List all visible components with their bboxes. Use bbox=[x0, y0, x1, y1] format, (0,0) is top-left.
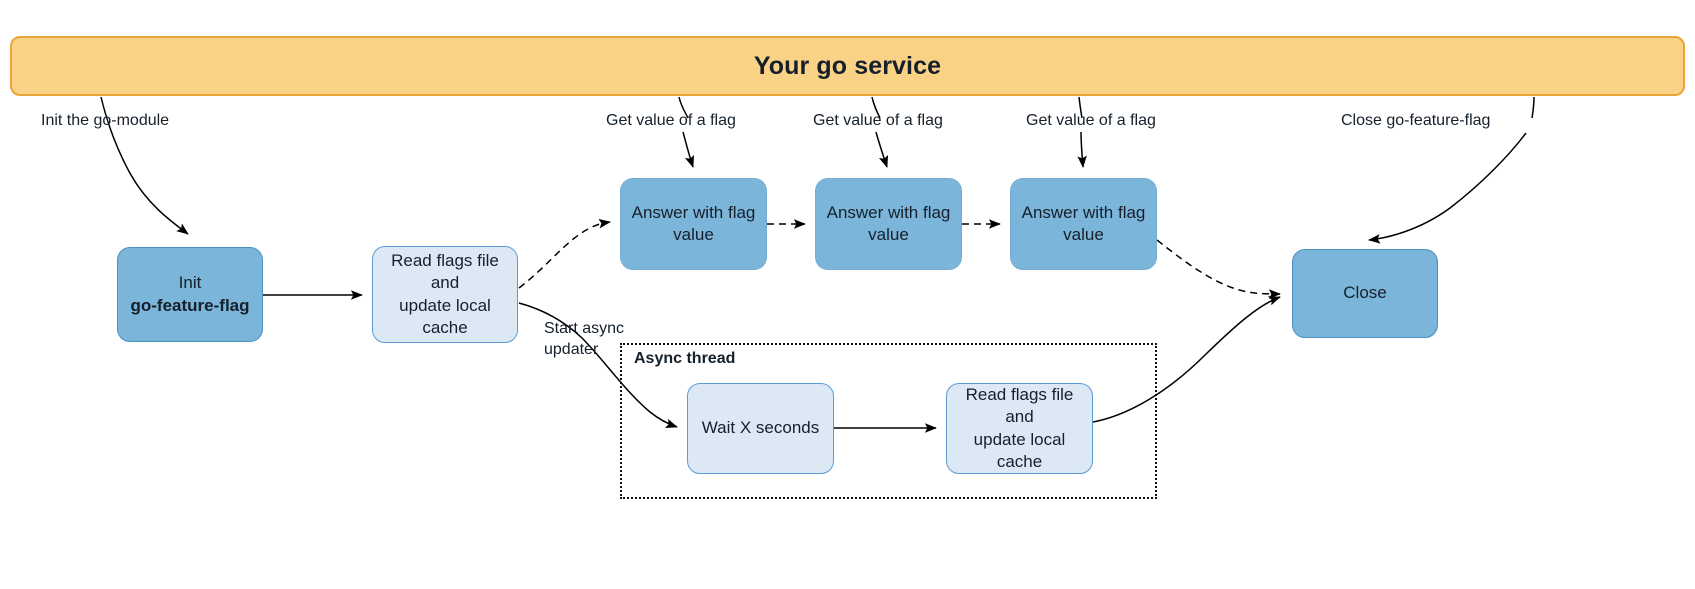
node-read-flags-line2: and bbox=[430, 273, 460, 293]
node-read-flags-line1: Read flags file bbox=[391, 251, 499, 271]
node-wait-x-seconds[interactable]: Wait X seconds bbox=[687, 383, 834, 474]
node-read-flags-text: Read flags file and update local cache bbox=[373, 250, 517, 338]
node-read-flags-line3: update local cache bbox=[399, 295, 491, 337]
async-thread-container bbox=[620, 343, 1157, 499]
edge-label-get-value-of-a-flag-3: Get value of a flag bbox=[1026, 112, 1156, 129]
edge-label-close-go-feature-flag: Close go-feature-flag bbox=[1341, 112, 1491, 129]
node-async-read-flags-text: Read flags file and update local cache bbox=[947, 384, 1092, 472]
edge-label-start-async-line2: updater bbox=[544, 340, 599, 358]
service-banner: Your go service bbox=[10, 36, 1685, 96]
edge-label-get-value-of-a-flag-1: Get value of a flag bbox=[606, 112, 736, 129]
edge-label-start-async-updater: Start async updater bbox=[544, 319, 624, 361]
edge-get-value-2-arrow bbox=[875, 131, 889, 168]
node-close[interactable]: Close bbox=[1292, 249, 1438, 338]
node-init-line1: Init bbox=[178, 273, 202, 293]
node-answer-with-flag-value-1[interactable]: Answer with flag value bbox=[620, 178, 767, 270]
edge-label-start-async-line1: Start async bbox=[544, 320, 625, 337]
node-answer-2-text: Answer with flag value bbox=[816, 202, 961, 246]
node-wait-label: Wait X seconds bbox=[701, 418, 820, 438]
node-answer-2-line2: value bbox=[868, 225, 909, 244]
node-close-label: Close bbox=[1343, 283, 1387, 303]
node-init-go-feature-flag[interactable]: Init go-feature-flag bbox=[117, 247, 263, 342]
node-read-flags-file[interactable]: Read flags file and update local cache bbox=[372, 246, 518, 343]
node-async-read-flags-line2: and bbox=[1005, 407, 1034, 427]
node-answer-1-line2: value bbox=[673, 225, 714, 244]
node-answer-1-line1: Answer with flag bbox=[631, 202, 756, 222]
node-answer-with-flag-value-3[interactable]: Answer with flag value bbox=[1010, 178, 1157, 270]
node-init-text: Init go-feature-flag bbox=[118, 272, 262, 316]
node-answer-with-flag-value-2[interactable]: Answer with flag value bbox=[815, 178, 962, 270]
node-answer-3-text: Answer with flag value bbox=[1011, 202, 1156, 246]
async-thread-label: Async thread bbox=[634, 350, 736, 367]
edge-close-gff-leader bbox=[1531, 96, 1535, 119]
edge-answer3-to-close bbox=[1156, 239, 1281, 299]
node-init-line2: go-feature-flag bbox=[130, 295, 250, 315]
node-answer-3-line1: Answer with flag bbox=[1021, 202, 1146, 222]
node-async-read-flags-line3: update local cache bbox=[973, 429, 1066, 471]
node-answer-1-text: Answer with flag value bbox=[621, 202, 766, 246]
service-banner-label: Your go service bbox=[753, 51, 942, 80]
node-async-read-flags-line1: Read flags file bbox=[965, 385, 1074, 405]
edge-label-init-the-go-module: Init the go-module bbox=[41, 112, 170, 129]
node-answer-3-line2: value bbox=[1063, 225, 1104, 244]
edge-readflags-to-answer1 bbox=[518, 218, 611, 289]
edge-close-gff-arrow bbox=[1368, 132, 1527, 244]
edge-get-value-1-arrow bbox=[682, 131, 695, 168]
node-async-read-flags-file[interactable]: Read flags file and update local cache bbox=[946, 383, 1093, 474]
edge-label-get-value-of-a-flag-2: Get value of a flag bbox=[813, 112, 943, 129]
node-answer-2-line1: Answer with flag bbox=[826, 202, 951, 222]
edge-get-value-3-arrow bbox=[1077, 131, 1087, 168]
